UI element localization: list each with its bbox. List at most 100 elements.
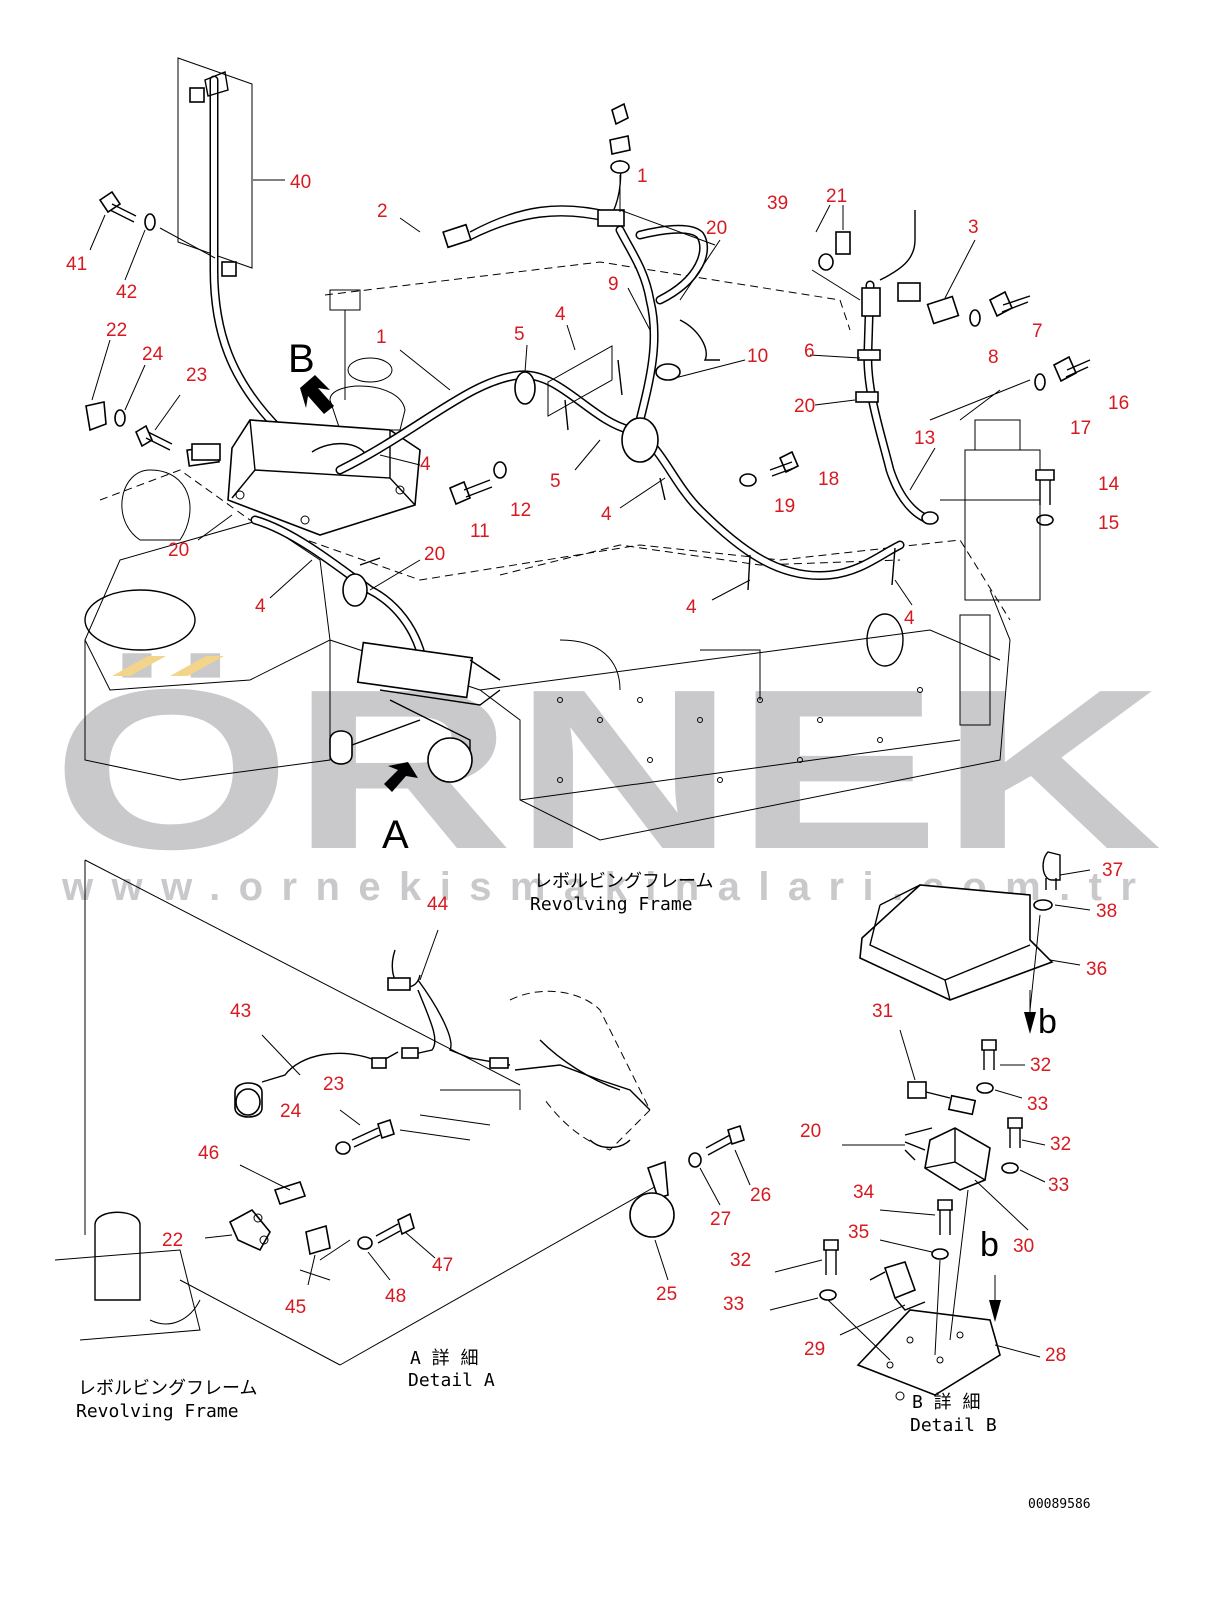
- part-label: 20: [424, 544, 445, 565]
- main-harness: [191, 159, 905, 783]
- leader-lines-detail-a: [204, 929, 751, 1286]
- part-label: 25: [656, 1284, 677, 1305]
- part-label: 45: [285, 1297, 306, 1318]
- detail-b-drawing: [819, 851, 1061, 1401]
- view-b-letter: B: [288, 337, 315, 381]
- frame-label-bottom-en: Revolving Frame: [76, 1401, 239, 1422]
- item-40-harness-plate: [177, 57, 285, 435]
- part-label: 42: [116, 282, 137, 303]
- detail-b-en: Detail B: [910, 1415, 997, 1436]
- part-label: 44: [427, 894, 449, 915]
- part-label: 19: [774, 496, 795, 517]
- part-label: 4: [601, 504, 612, 525]
- part-label: 5: [514, 324, 525, 345]
- part-label: 6: [804, 341, 815, 362]
- fasteners-top: [448, 102, 800, 506]
- part-label: 22: [106, 320, 127, 341]
- part-label: 35: [848, 1222, 869, 1243]
- part-label: 46: [198, 1143, 219, 1164]
- part-label: 41: [66, 254, 87, 275]
- part-label: 20: [800, 1121, 821, 1142]
- view-b-small-1: b: [1038, 1003, 1057, 1041]
- part-label: 14: [1098, 474, 1120, 495]
- part-label: 47: [432, 1255, 453, 1276]
- leader-lines-top: [89, 179, 976, 606]
- part-label: 32: [730, 1250, 751, 1271]
- items-41-42-bolt-washer: [98, 190, 216, 259]
- part-label: 30: [1013, 1236, 1034, 1257]
- right-harness-assembly: [811, 210, 1091, 540]
- part-label: 40: [290, 172, 311, 193]
- part-label: 22: [162, 1230, 183, 1251]
- part-label: 26: [750, 1185, 771, 1206]
- watermark-accent-left: [112, 656, 166, 676]
- part-label: 7: [1032, 321, 1043, 342]
- view-b-small-2: b: [980, 1226, 999, 1264]
- part-label: 31: [872, 1001, 893, 1022]
- part-label: 3: [968, 217, 979, 238]
- detail-a-en: Detail A: [408, 1370, 495, 1391]
- view-a-arrow: [384, 762, 418, 792]
- detail-a-drawing: [54, 859, 745, 1366]
- part-label: 38: [1096, 901, 1117, 922]
- part-label: 32: [1050, 1134, 1071, 1155]
- part-label: 33: [723, 1294, 744, 1315]
- watermark-brand: ÖRNEK: [52, 643, 1162, 897]
- part-label: 18: [818, 469, 839, 490]
- part-label: 36: [1086, 959, 1107, 980]
- detail-a-jp: A 詳 細: [410, 1348, 479, 1369]
- frame-label-bottom-jp: レボルビングフレーム: [78, 1378, 257, 1399]
- part-label: 24: [280, 1101, 302, 1122]
- detail-b-jp: B 詳 細: [912, 1392, 981, 1413]
- part-label: 33: [1027, 1094, 1048, 1115]
- part-labels: 40 41 42 22 24 23 2 1 1 5 4 9 20 10 4 5 …: [66, 166, 1129, 1366]
- part-label: 28: [1045, 1345, 1066, 1366]
- part-label: 32: [1030, 1055, 1051, 1076]
- part-label: 20: [794, 396, 815, 417]
- part-label: 20: [168, 540, 189, 561]
- part-label: 48: [385, 1286, 406, 1307]
- part-label: 11: [470, 521, 490, 542]
- view-a-letter: A: [382, 813, 409, 857]
- part-label: 5: [550, 471, 561, 492]
- part-label: 29: [804, 1339, 825, 1360]
- part-label: 27: [710, 1209, 731, 1230]
- part-label: 39: [767, 193, 788, 214]
- part-label: 23: [323, 1074, 344, 1095]
- part-label: 4: [420, 454, 431, 475]
- frame-label-top-jp: レボルビングフレーム: [534, 871, 713, 892]
- watermark-accent-right: [170, 656, 224, 676]
- part-label: 4: [555, 304, 566, 325]
- part-label: 34: [853, 1182, 875, 1203]
- part-label: 8: [988, 347, 999, 368]
- view-b-arrow: [300, 375, 334, 414]
- leader-lines-detail-b: [769, 869, 1091, 1358]
- part-label: 24: [142, 344, 164, 365]
- part-label: 9: [608, 274, 619, 295]
- frame-label-top-en: Revolving Frame: [530, 894, 693, 915]
- drawing-number: 00089586: [1028, 1497, 1091, 1512]
- revolving-frame-outline: [84, 261, 1041, 841]
- part-label: 20: [706, 218, 727, 239]
- part-label: 16: [1108, 393, 1129, 414]
- part-label: 10: [747, 346, 768, 367]
- part-label: 4: [686, 597, 697, 618]
- part-label: 4: [255, 596, 266, 617]
- part-label: 15: [1098, 513, 1119, 534]
- part-label: 12: [510, 500, 531, 521]
- part-label: 17: [1070, 418, 1091, 439]
- watermark: ÖRNEK www.ornekismakinalari.com.tr: [52, 643, 1162, 909]
- part-label: 21: [826, 186, 847, 207]
- part-label: 33: [1048, 1175, 1069, 1196]
- part-label: 37: [1102, 860, 1123, 881]
- part-label: 1: [376, 327, 387, 348]
- part-label: 2: [377, 201, 388, 222]
- part-label: 43: [230, 1001, 251, 1022]
- part-label: 13: [914, 428, 935, 449]
- part-label: 1: [637, 166, 648, 187]
- view-arrows: [300, 375, 418, 792]
- part-label: 4: [904, 608, 915, 629]
- part-label: 23: [186, 365, 207, 386]
